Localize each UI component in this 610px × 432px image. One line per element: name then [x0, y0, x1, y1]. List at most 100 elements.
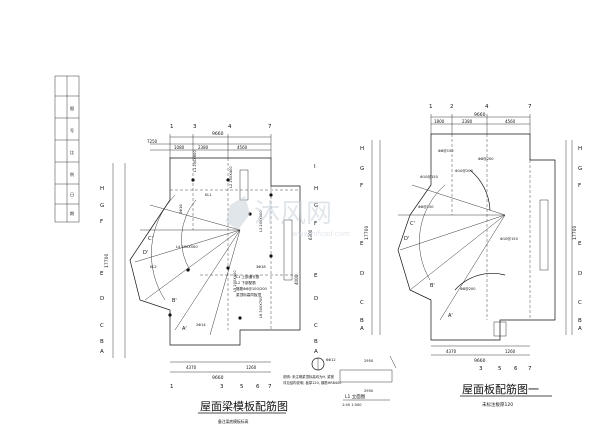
watermark-url: www.mfcad.com — [292, 230, 350, 238]
dim-seg: 2380 — [198, 145, 209, 150]
title-block: 图 号 比 例 日 期 — [54, 75, 80, 223]
dim-seg: 1260 — [246, 365, 257, 370]
drawing-subtitle: 备注梁底模板标高 — [218, 419, 249, 424]
legend-line: 详见结构说明, 板厚120, 钢筋HRB400 — [283, 380, 341, 385]
axis-label: A — [100, 349, 104, 355]
note-text: L2 下部配筋 — [236, 280, 256, 285]
rebar-label: Φ8@150 — [418, 205, 434, 209]
watermark-text: 沐风网 — [254, 199, 332, 229]
beam-label: L6 300X700 — [259, 296, 263, 318]
watermark: 沐风网 www.mfcad.com — [226, 196, 350, 238]
axis-label: A — [314, 349, 318, 355]
title-block-cell: 比 — [70, 149, 74, 155]
axis-label: F — [314, 221, 317, 227]
axis-label: 1 — [170, 384, 174, 390]
note-text: L1 上部通长筋 — [236, 274, 260, 279]
axis-label: I — [314, 164, 316, 170]
rebar-label: Φ10@200 — [455, 169, 474, 173]
axis-label: D — [100, 296, 104, 302]
axis-label: E — [360, 241, 364, 247]
drawing-title: 屋面板配筋图一 — [462, 382, 539, 396]
axis-label: G — [314, 203, 318, 209]
axis-label: 4 — [485, 104, 489, 110]
beam-label: L4 200X500 — [176, 245, 198, 249]
axis-label: B — [314, 339, 318, 345]
axis-label: 4 — [228, 124, 232, 130]
note-text: 箍筋Φ8@100/200 — [236, 286, 268, 291]
axis-label: G — [578, 166, 582, 172]
detail-note: 6Φ12 — [326, 358, 336, 362]
axis-label: E — [100, 271, 104, 277]
beam-label: L1 250X600 — [193, 150, 197, 172]
beam-label: L3 200X500 — [259, 210, 263, 232]
dim-inner: 6300 — [308, 229, 313, 240]
note-text: 梁顶标高同板顶 — [236, 292, 262, 297]
detail-label: L1 立面图 — [345, 393, 366, 400]
axis-label: D — [360, 271, 364, 277]
axis-label: C' — [148, 236, 153, 242]
legend-line: 说明: 未注明梁顶标高均为H, 梁宽 — [283, 374, 335, 379]
axis-label: B — [578, 318, 582, 324]
rebar-label: Φ10@150 — [420, 175, 439, 179]
axis-label: A — [578, 326, 582, 332]
dim-seg: 1080 — [174, 145, 185, 150]
axis-label: H — [314, 186, 318, 192]
axis-label: B' — [430, 283, 435, 289]
dim-total: 9660 — [474, 358, 486, 364]
detail-dim: 2950 — [364, 389, 374, 393]
dim-inner: 4000 — [294, 274, 299, 285]
axis-label: D' — [143, 250, 148, 256]
axis-label: C — [360, 300, 364, 306]
dim-seg: 2380 — [462, 119, 473, 124]
watermark-logo-icon — [226, 196, 250, 230]
axis-label: 5 — [498, 366, 502, 372]
rebar-label: Φ8@150 — [438, 149, 454, 153]
dim-seg: 4560 — [505, 119, 516, 124]
rebar-label: Φ10@150 — [500, 237, 519, 241]
axis-label: D — [578, 271, 582, 277]
beam-label: L2 200X400 — [229, 166, 233, 188]
dim-side: 17700 — [572, 226, 578, 240]
axis-label: B' — [172, 298, 177, 304]
axis-label: 5 — [240, 384, 244, 390]
dim-total: 9660 — [212, 375, 224, 381]
axis-label: A' — [182, 326, 187, 332]
title-block-cell: 日 — [70, 192, 74, 197]
dim-side: 17700 — [364, 226, 370, 240]
rebar-label: Φ8@200 — [460, 287, 476, 291]
drawing-title: 屋面梁模板配筋图 — [200, 399, 288, 413]
detail-section: 6Φ12 2950 2950 L1 立面图 1:40 1:500 — [311, 355, 397, 407]
axis-label: 1 — [170, 124, 174, 130]
rebar-label: 3Φ18 — [256, 265, 266, 269]
axis-label: 7 — [528, 104, 532, 110]
dim-seg: 1800 — [434, 119, 445, 124]
drawing-subtitle: 未标注板厚120 — [482, 401, 513, 408]
axis-label: E — [314, 273, 318, 279]
axis-label: D — [314, 296, 318, 302]
axis-label: B — [360, 318, 364, 324]
axis-label: D' — [404, 236, 409, 242]
axis-label: F — [360, 183, 363, 189]
axis-label: 6 — [514, 366, 518, 372]
axis-label: 3 — [193, 124, 197, 130]
axis-label: 6 — [256, 384, 260, 390]
axis-label: A — [360, 326, 364, 332]
title-block-cell: 例 — [70, 171, 74, 177]
rebar-label: 3Φ16 — [179, 204, 183, 214]
axis-label: C — [578, 300, 582, 306]
axis-label: C — [314, 323, 318, 329]
right-plan: 1 2 4 7 9660 1800 2380 4560 H G F E D C … — [360, 104, 582, 408]
axis-label: 7 — [268, 384, 272, 390]
title-block-cell: 号 — [70, 127, 74, 133]
rebar-label: Φ8@200 — [478, 157, 494, 161]
title-block-cell: 期 — [70, 210, 74, 216]
axis-label: C' — [410, 221, 415, 227]
axis-label: G — [100, 203, 104, 209]
left-plan: 1 3 4 7 9660 7250 1080 2380 4560 H G F E… — [100, 124, 341, 424]
axis-label: F — [578, 183, 581, 189]
beam-label: L5 200X400 — [233, 270, 237, 292]
detail-scale: 1:40 1:500 — [342, 403, 362, 407]
axis-label: C — [100, 323, 104, 329]
dim-seg: 4370 — [186, 365, 197, 370]
